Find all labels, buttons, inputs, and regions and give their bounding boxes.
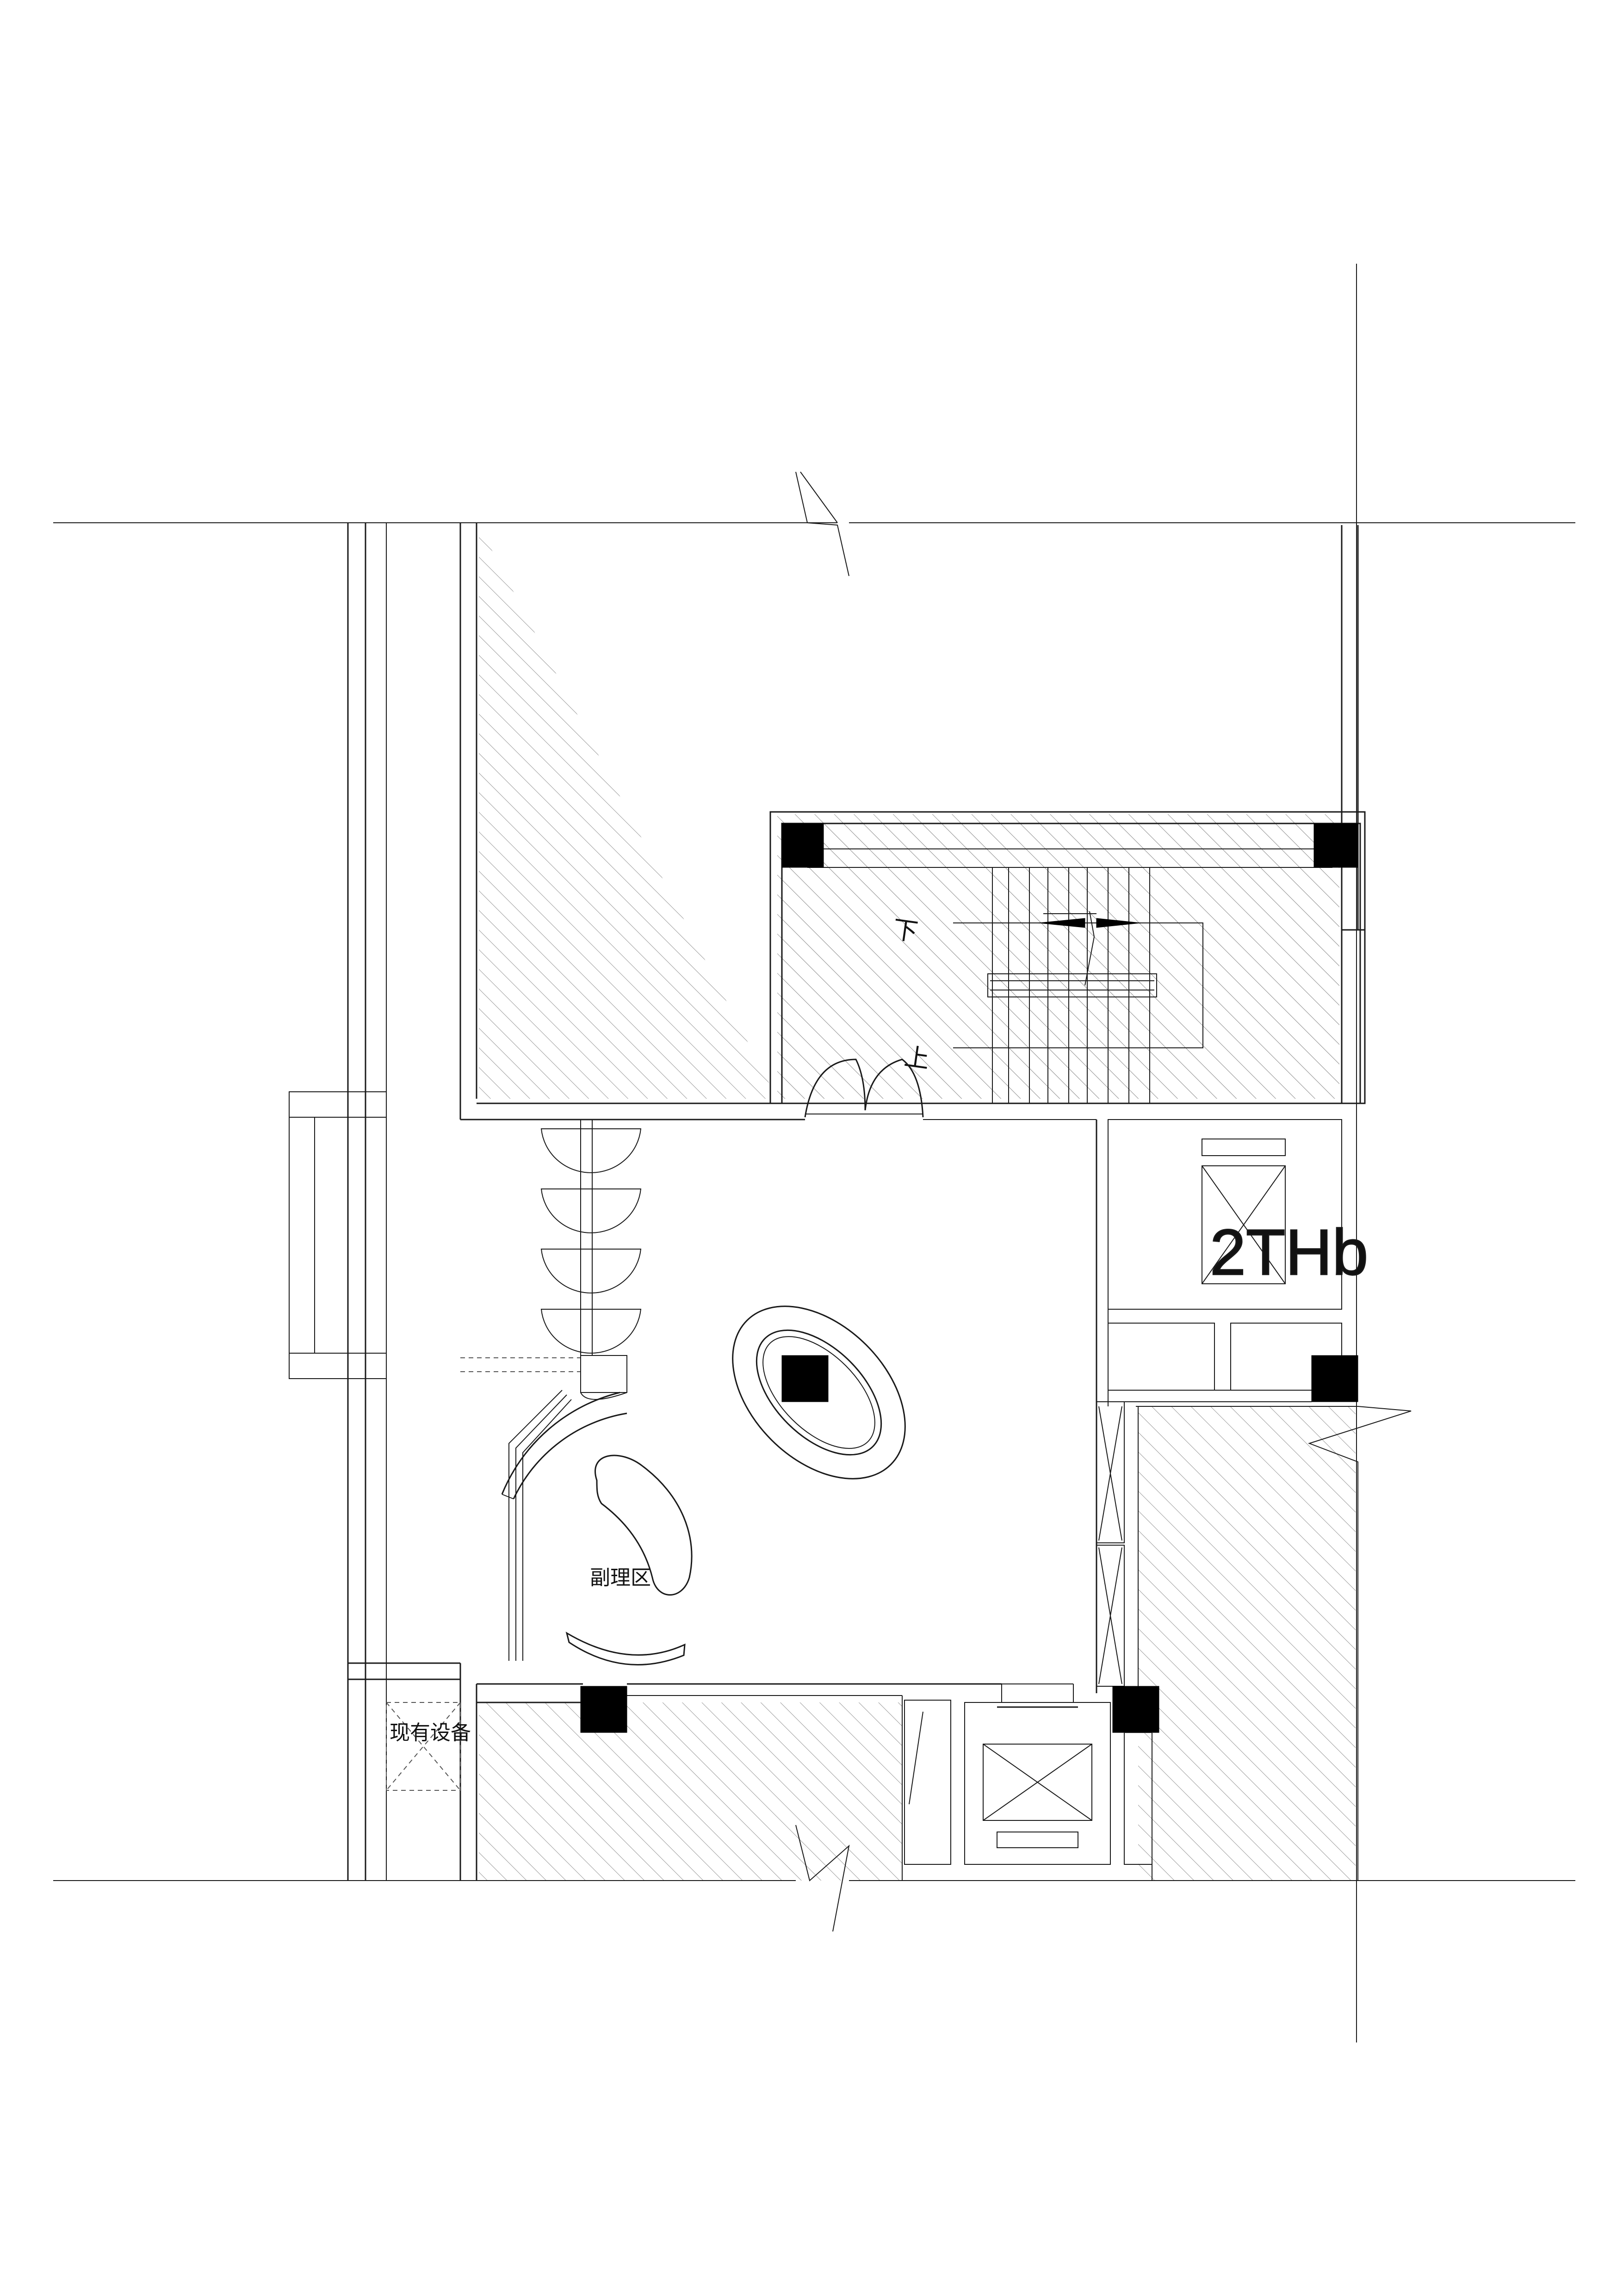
grid-lines [53, 264, 1575, 2042]
chair [540, 1128, 642, 1173]
arrow-right-icon [1096, 918, 1141, 928]
stair-direction [953, 911, 1203, 1048]
existing-equipment-label: 现有设备 [390, 1721, 471, 1744]
stair-treads [987, 867, 1157, 1103]
reception-counter [501, 1355, 627, 1661]
right-rooms: 2THb [1096, 1119, 1412, 1881]
column-right-bottom [1112, 1686, 1159, 1733]
arrow-left-icon [1038, 918, 1085, 928]
existing-equipment-box [386, 1702, 461, 1791]
reception-area: 副理区 [460, 1120, 906, 1665]
deputy-area-label: 副理区 [590, 1566, 651, 1589]
stair-column-right [1313, 823, 1358, 868]
hatched-zones [479, 525, 1356, 1881]
hatch-right-zone [1138, 1406, 1356, 1881]
stair-up-label: 上 [903, 1043, 931, 1074]
hatch-bottom-zone [479, 1702, 902, 1881]
bottom-rooms: 现有设备 [348, 1662, 1152, 1881]
chair [540, 1249, 642, 1293]
shaft-code-label: 2THb [1210, 1216, 1368, 1288]
left-wall [289, 523, 387, 1881]
shaft-room [1108, 1119, 1342, 1310]
column-bottom-left [580, 1686, 627, 1733]
oval-table [732, 1306, 906, 1479]
column-center [781, 1355, 829, 1402]
arc-bench [565, 1631, 686, 1665]
double-door [804, 1058, 924, 1118]
column-right-mid [1311, 1355, 1358, 1402]
top-room-walls [459, 523, 1365, 1120]
chair [540, 1309, 642, 1354]
stair-enclosure: 下 上 [769, 811, 1366, 1118]
chair-row [460, 1120, 642, 1372]
stair-column-left [781, 823, 824, 868]
curved-seat [595, 1454, 693, 1596]
stair-down-label: 下 [891, 916, 920, 947]
hatch-stair-zone [782, 821, 1339, 1099]
elevator-box [964, 1702, 1111, 1865]
chair [540, 1188, 642, 1233]
